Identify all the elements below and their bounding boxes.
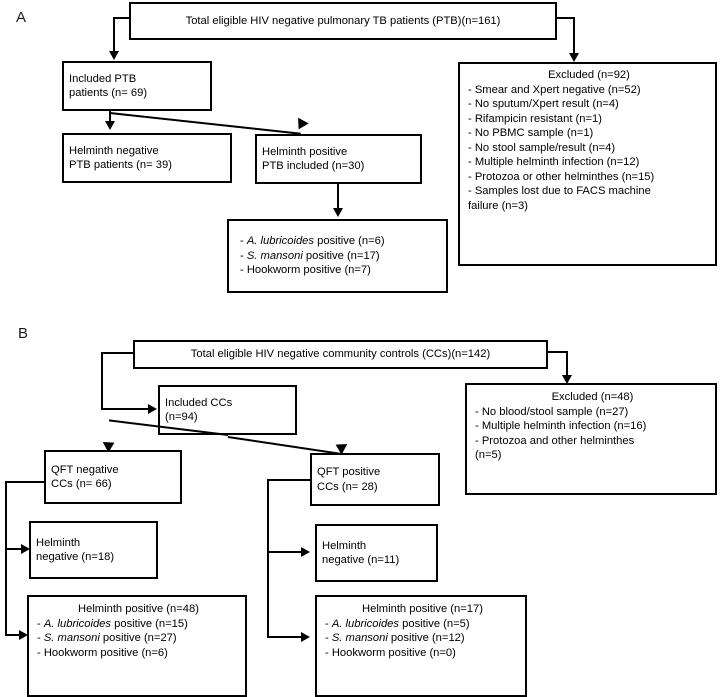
node-a-helminth-negative-line1: Helminth negative [69,144,159,157]
node-b-helminth-positive-left-item-2: - Hookworm positive (n=6) [37,646,168,659]
node-b-helminth-positive-right-item-2: - Hookworm positive (n=0) [325,646,456,659]
node-b-helminth-negative-right-line1: Helminth [322,539,367,552]
node-b-included-ccs-line1: Included CCs [165,396,233,409]
connector-a-total-right-v [573,17,575,55]
connector-b-total-left-h2 [101,408,149,410]
node-a-total-eligible: Total eligible HIV negative pulmonary TB… [129,2,557,40]
node-a-excluded-item-6: - Protozoa or other helminthes (n=15) [468,170,655,183]
node-a-helminth-negative: Helminth negative PTB patients (n= 39) [62,133,232,183]
connector-b-total-right-arrow [562,375,572,384]
connector-a-inc-pos-arrow [293,117,309,133]
connector-b-qftpos-to-hpos-h [267,636,303,638]
connector-a-pos-species-arrow [333,208,343,217]
node-a-included-ptb-line2: patients (n= 69) [69,87,148,99]
node-a-excluded-item-4: - No stool sample/result (n=4) [468,141,616,154]
node-a-excluded-item-3: - No PBMC sample (n=1) [468,127,594,139]
connector-b-qftneg-to-hpos-h [5,634,21,636]
node-b-excluded-item-1: - Multiple helminth infection (n=16) [475,420,647,432]
node-b-excluded: Excluded (n=48) - No blood/stool sample … [465,383,717,495]
node-a-excluded-item-5: - Multiple helminth infection (n=12) [468,156,640,168]
node-b-qft-positive-line2: CCs (n= 28) [317,480,378,493]
node-a-species-item-1: - S. mansoni positive (n=17) [240,249,380,262]
connector-a-total-left-h [113,17,131,19]
node-b-helminth-positive-right-item-1: - S. mansoni positive (n=12) [325,632,465,644]
node-b-qft-negative: QFT negative CCs (n= 66) [44,450,182,504]
node-a-excluded-item-0: - Smear and Xpert negative (n=52) [468,83,641,96]
node-b-helminth-positive-left-title: Helminth positive (n=48) [78,603,199,615]
node-a-excluded-item-2: - Rifampicin resistant (n=1) [468,112,602,125]
connector-a-pos-species-v [337,184,339,210]
node-a-helminth-positive: Helminth positive PTB included (n=30) [255,134,422,184]
connector-b-total-right-h [546,351,568,353]
connector-a-total-left-v [113,17,115,53]
node-b-total-eligible-text: Total eligible HIV negative community co… [190,348,491,361]
node-b-helminth-negative-left: Helminth negative (n=18) [29,521,158,579]
connector-b-total-left-h1 [101,352,133,354]
node-b-helminth-positive-right-title: Helminth positive (n=17) [362,603,483,615]
node-b-qft-negative-line2: CCs (n= 66) [51,478,112,490]
connector-b-qftneg-bus-v [5,481,7,636]
node-b-excluded-item-2: - Protozoa and other helminthes [475,434,635,447]
connector-a-total-right-arrow [569,53,579,62]
node-b-qft-positive: QFT positive CCs (n= 28) [310,453,440,506]
connector-b-qftneg-bus-h [5,481,46,483]
node-a-included-ptb: Included PTB patients (n= 69) [62,61,212,111]
connector-a-total-left-arrow [109,51,119,60]
node-b-helminth-negative-left-line2: negative (n=18) [36,551,115,563]
connector-b-total-right-v [566,351,568,378]
node-b-helminth-negative-right: Helminth negative (n=11) [315,524,438,582]
node-a-excluded-item-7: - Samples lost due to FACS machine [468,185,651,197]
connector-b-qftpos-bus-v [267,479,269,636]
node-b-helminth-positive-right: Helminth positive (n=17) - A. lubricoide… [315,595,527,697]
node-b-qft-negative-line1: QFT negative [51,463,119,476]
node-a-species-item-0: - A. lubricoides positive (n=6) [240,235,385,248]
connector-b-total-left-arrow [148,404,157,414]
node-a-excluded: Excluded (n=92) - Smear and Xpert negati… [458,62,717,266]
node-b-helminth-negative-left-line1: Helminth [36,536,81,549]
connector-b-total-left-v [101,352,103,410]
node-b-helminth-positive-right-item-0: - A. lubricoides positive (n=5) [325,617,470,630]
connector-b-qftpos-to-hneg-arrow [301,547,310,557]
connector-b-qftpos-bus-h [267,479,312,481]
connector-a-inc-neg-v [109,111,111,123]
node-b-included-ccs: Included CCs (n=94) [158,385,297,435]
connector-b-qftpos-to-hneg-h [267,551,303,553]
node-b-helminth-positive-left: Helminth positive (n=48) - A. lubricoide… [27,595,247,697]
connector-a-inc-pos-diag [109,112,301,135]
node-a-excluded-item-8: failure (n=3) [468,199,529,212]
node-a-helminth-positive-line1: Helminth positive [262,145,348,158]
node-b-included-ccs-line2: (n=94) [165,411,198,423]
node-b-excluded-item-0: - No blood/stool sample (n=27) [475,405,629,418]
node-b-helminth-positive-left-item-1: - S. mansoni positive (n=27) [37,632,177,644]
node-a-species-list: - A. lubricoides positive (n=6) - S. man… [227,219,448,293]
node-a-species-item-2: - Hookworm positive (n=7) [240,264,371,277]
node-b-helminth-negative-right-line2: negative (n=11) [322,554,400,566]
node-a-helminth-negative-line2: PTB patients (n= 39) [69,159,172,171]
node-b-total-eligible: Total eligible HIV negative community co… [133,340,548,369]
connector-b-qftneg-to-hneg-h [5,548,23,550]
panel-label-a: A [16,9,27,26]
connector-a-total-right-h [555,17,575,19]
node-b-helminth-positive-left-item-0: - A. lubricoides positive (n=15) [37,617,188,630]
node-a-helminth-positive-line2: PTB included (n=30) [262,160,365,172]
panel-label-b: B [18,325,29,342]
connector-a-inc-neg-arrow [105,121,115,130]
connector-b-qftpos-to-hpos-arrow [301,632,310,642]
node-b-excluded-item-3: (n=5) [475,449,502,461]
node-b-excluded-title: Excluded (n=48) [551,391,634,403]
node-a-excluded-title: Excluded (n=92) [548,69,630,81]
node-a-excluded-item-1: - No sputum/Xpert result (n=4) [468,98,619,110]
connector-b-qftneg-to-hpos-arrow [19,630,28,640]
connector-b-qftneg-to-hneg-arrow [21,544,30,554]
node-a-total-eligible-text: Total eligible HIV negative pulmonary TB… [185,14,501,27]
node-b-qft-positive-line1: QFT positive [317,466,381,478]
node-a-included-ptb-line1: Included PTB [69,72,137,85]
